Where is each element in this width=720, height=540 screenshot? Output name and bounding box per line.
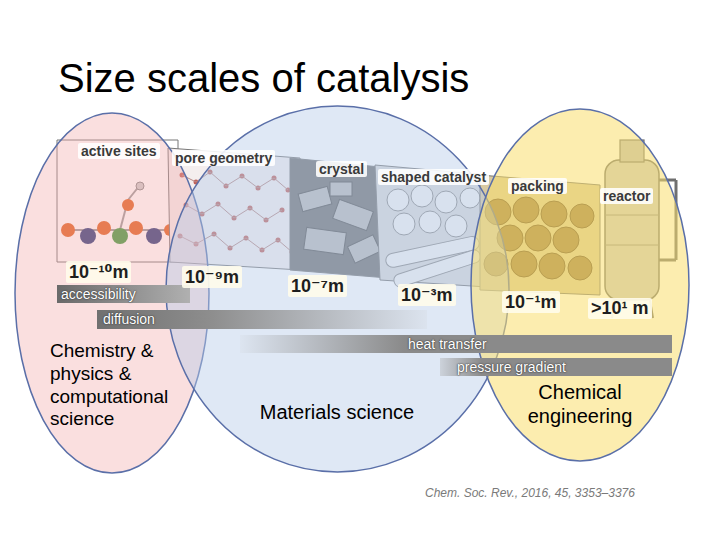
panel-label: active sites [78, 143, 160, 159]
region-ellipse [166, 106, 509, 472]
panel-label: crystal [316, 161, 367, 177]
panel-label: shaped catalyst [378, 169, 489, 185]
scale-label: 10⁻³m [398, 284, 456, 306]
region-ellipse [15, 113, 209, 473]
bar-label: diffusion [103, 310, 155, 329]
region-label: Chemistry & physics & computational scie… [50, 340, 180, 431]
panel-label: packing [508, 178, 567, 194]
transport-bar: pressure gradient [440, 358, 672, 376]
diagram-title: Size scales of catalysis [58, 56, 469, 101]
scale-label: 10⁻¹m [502, 291, 560, 313]
bar-label: heat transfer [408, 335, 487, 353]
scale-label: 10⁻⁹m [182, 266, 242, 288]
bar-label: accessibility [61, 285, 136, 303]
bar-label: pressure gradient [457, 358, 566, 376]
transport-bar: diffusion [97, 310, 427, 329]
region-label: Materials science [237, 400, 437, 424]
panel-label: reactor [600, 188, 653, 204]
source-caption: Chem. Soc. Rev., 2016, 45, 3353–3376 [425, 486, 635, 500]
transport-bar: heat transfer [240, 335, 672, 353]
scale-label: >10¹ m [588, 298, 652, 319]
region-ellipse [471, 109, 689, 461]
transport-bar: accessibility [57, 285, 190, 303]
region-label: Chemical engineering [510, 380, 650, 428]
panel-label: pore geometry [172, 150, 275, 166]
scale-label: 10⁻¹⁰m [66, 261, 131, 283]
scale-label: 10⁻⁷m [288, 275, 347, 297]
discipline-region: Chemical engineering [470, 108, 690, 462]
